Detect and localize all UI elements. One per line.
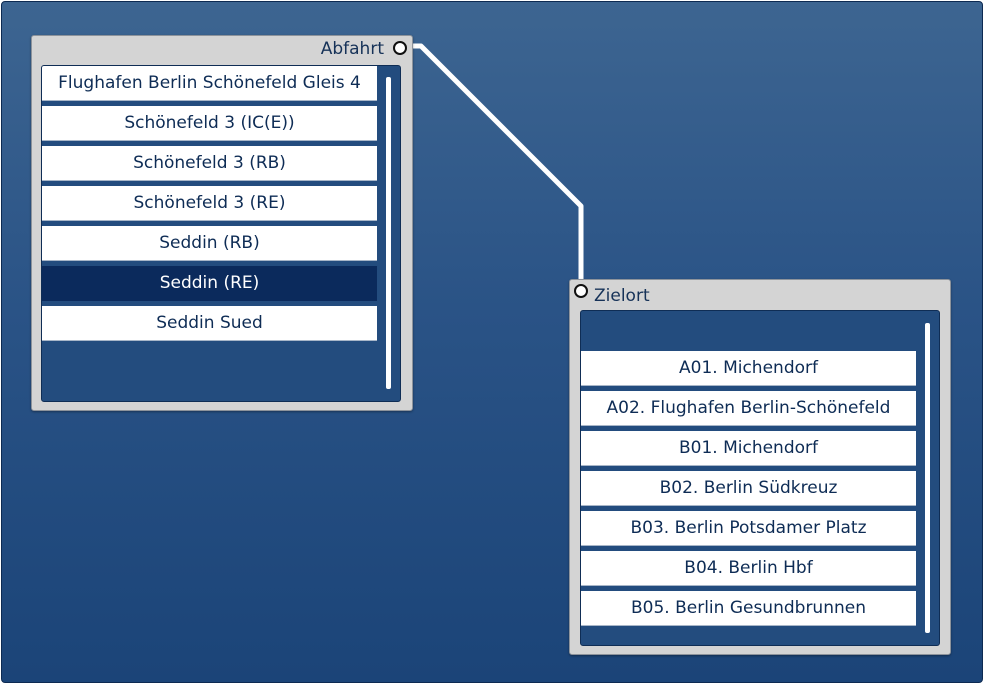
destination-panel-title: Zielort xyxy=(594,286,650,306)
departure-list-item-selected[interactable]: Seddin (RE) xyxy=(42,266,377,301)
destination-list-item[interactable]: B03. Berlin Potsdamer Platz xyxy=(581,511,916,546)
destination-list-item[interactable]: B01. Michendorf xyxy=(581,431,916,466)
departure-list-item[interactable]: Schönefeld 3 (RE) xyxy=(42,186,377,221)
destination-list-item[interactable]: A02. Flughafen Berlin-Schönefeld xyxy=(581,391,916,426)
departure-scrollbar[interactable] xyxy=(386,77,391,389)
departure-panel: Abfahrt Flughafen Berlin Schönefeld Glei… xyxy=(31,35,413,411)
destination-list-item[interactable]: B04. Berlin Hbf xyxy=(581,551,916,586)
departure-list-item[interactable]: Seddin Sued xyxy=(42,306,377,341)
destination-panel: Zielort A01. Michendorf A02. Flughafen B… xyxy=(569,279,951,655)
destination-input-port[interactable] xyxy=(574,284,588,298)
departure-list-item[interactable]: Seddin (RB) xyxy=(42,226,377,261)
departure-list-item[interactable]: Schönefeld 3 (RB) xyxy=(42,146,377,181)
departure-output-port[interactable] xyxy=(393,41,407,55)
destination-list-item[interactable]: B02. Berlin Südkreuz xyxy=(581,471,916,506)
departure-list-item[interactable]: Schönefeld 3 (IC(E)) xyxy=(42,106,377,141)
destination-scrollbar[interactable] xyxy=(925,323,930,633)
departure-list[interactable]: Flughafen Berlin Schönefeld Gleis 4 Schö… xyxy=(41,65,401,402)
departure-list-item[interactable]: Flughafen Berlin Schönefeld Gleis 4 xyxy=(42,66,377,101)
destination-list[interactable]: A01. Michendorf A02. Flughafen Berlin-Sc… xyxy=(580,310,940,646)
destination-list-item[interactable]: A01. Michendorf xyxy=(581,351,916,386)
departure-panel-title: Abfahrt xyxy=(320,39,384,59)
destination-list-item[interactable]: B05. Berlin Gesundbrunnen xyxy=(581,591,916,626)
